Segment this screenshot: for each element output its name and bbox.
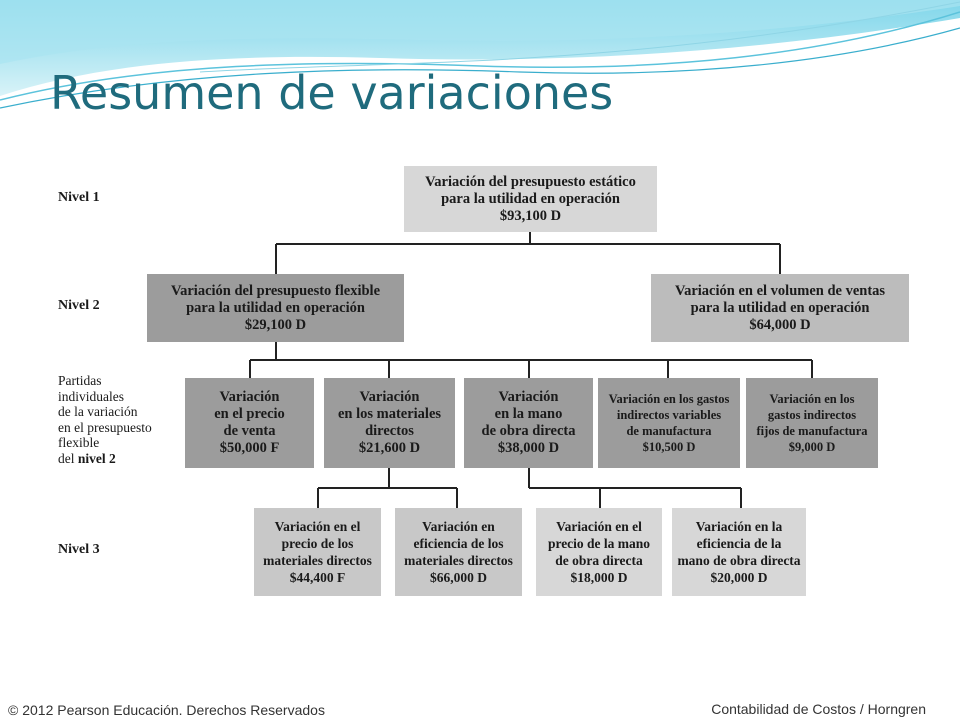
header-wave-decoration (0, 0, 960, 109)
node-line: de obra directa (555, 553, 643, 568)
partidas-line: del nivel 2 (58, 451, 152, 467)
node-direct-labor-variance: Variación en la mano de obra directa $38… (464, 378, 593, 468)
node-line: Variación en la (695, 519, 783, 534)
partidas-line: flexible (58, 435, 100, 450)
node-line: en la mano (494, 406, 563, 422)
slide-title: Resumen de variaciones (50, 66, 614, 120)
node-amount: $66,000 D (430, 570, 487, 585)
node-amount: $50,000 F (219, 440, 280, 456)
node-line: en los materiales (337, 406, 442, 422)
node-line: Variación en los (769, 392, 855, 406)
node-labor-efficiency-variance: Variación en la eficiencia de la mano de… (672, 508, 806, 596)
node-line: para la utilidad en operación (690, 299, 870, 316)
node-line: Variación del presupuesto estático (425, 173, 636, 190)
node-line: Variación del presupuesto flexible (170, 282, 381, 299)
node-materials-efficiency-variance: Variación en eficiencia de los materiale… (395, 508, 522, 596)
node-flexible-budget-variance: Variación del presupuesto flexible para … (147, 274, 404, 342)
node-line: en el precio (214, 406, 285, 422)
node-line: directos (365, 423, 414, 439)
node-variable-overhead-variance: Variación en los gastos indirectos varia… (598, 378, 740, 468)
node-amount: $21,600 D (358, 440, 421, 456)
node-amount: $18,000 D (570, 570, 628, 585)
node-amount: $29,100 D (244, 316, 307, 333)
node-line: materiales directos (263, 553, 372, 568)
node-line: Variación en los gastos (608, 392, 730, 406)
node-amount: $9,000 D (788, 440, 836, 454)
node-line: Variación (359, 389, 420, 405)
partidas-line: de la variación (58, 404, 138, 419)
partidas-level: nivel 2 (77, 450, 116, 466)
partidas-line: Partidas (58, 373, 102, 388)
node-amount: $64,000 D (749, 316, 811, 333)
node-amount: $93,100 D (499, 207, 562, 224)
node-selling-price-variance: Variación en el precio de venta $50,000 … (185, 378, 314, 468)
level-1-label: Nivel 1 (58, 190, 100, 205)
node-line: Variación (498, 389, 559, 405)
node-line: de obra directa (481, 423, 576, 439)
node-direct-materials-variance: Variación en los materiales directos $21… (324, 378, 455, 468)
node-static-budget-variance: Variación del presupuesto estático para … (404, 166, 657, 232)
node-line: de venta (223, 423, 276, 439)
node-line: mano de obra directa (677, 553, 801, 568)
level-2-label: Nivel 2 (58, 298, 100, 313)
book-footer: Contabilidad de Costos / Horngren (711, 701, 926, 717)
node-line: Variación en el volumen de ventas (674, 282, 886, 299)
partidas-prefix: del (58, 450, 75, 466)
node-materials-price-variance: Variación en el precio de los materiales… (254, 508, 381, 596)
node-line: Variación en el (556, 519, 642, 534)
node-amount: $20,000 D (710, 570, 768, 585)
node-line: precio de los (281, 536, 354, 551)
node-line: precio de la mano (547, 536, 651, 551)
copyright-footer: © 2012 Pearson Educación. Derechos Reser… (8, 702, 325, 718)
node-labor-price-variance: Variación en el precio de la mano de obr… (536, 508, 662, 596)
node-line: indirectos variables (616, 408, 722, 422)
node-amount: $38,000 D (497, 440, 560, 456)
node-line: eficiencia de los (413, 536, 504, 551)
node-line: Variación en (422, 519, 495, 534)
level-3-label: Nivel 3 (58, 542, 100, 557)
node-fixed-overhead-variance: Variación en los gastos indirectos fijos… (746, 378, 878, 468)
node-line: eficiencia de la (696, 536, 782, 551)
node-line: fijos de manufactura (756, 424, 868, 438)
node-line: para la utilidad en operación (441, 190, 620, 207)
node-line: materiales directos (404, 553, 513, 568)
node-line: Variación (219, 389, 280, 405)
node-amount: $44,400 F (289, 570, 346, 585)
partidas-label: Partidas individuales de la variación en… (58, 373, 152, 466)
partidas-line: en el presupuesto (58, 419, 152, 435)
node-line: Variación en el (274, 519, 361, 534)
node-amount: $10,500 D (642, 440, 696, 454)
node-line: gastos indirectos (767, 408, 857, 422)
node-sales-volume-variance: Variación en el volumen de ventas para l… (651, 274, 909, 342)
partidas-line: individuales (58, 388, 124, 404)
node-line: de manufactura (626, 424, 712, 438)
node-line: para la utilidad en operación (186, 299, 365, 316)
